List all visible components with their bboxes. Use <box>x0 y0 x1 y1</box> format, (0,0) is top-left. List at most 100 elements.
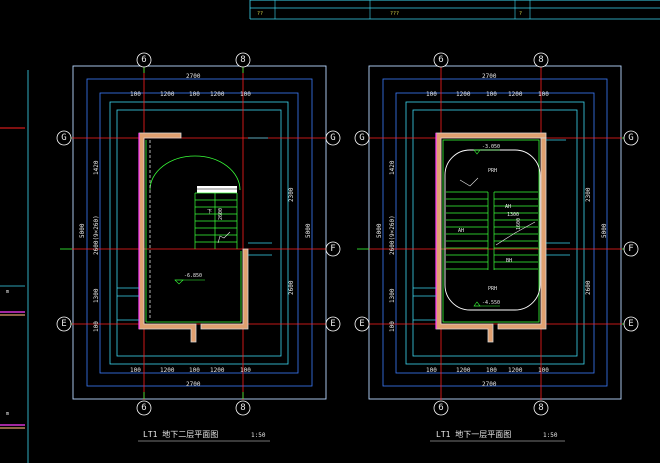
grid-bubble: E <box>354 316 370 332</box>
grid-label: 8 <box>240 403 245 413</box>
dim-bottom: 100 <box>538 367 549 374</box>
dim-right: 5000 <box>305 223 312 238</box>
dim-right: 2600 <box>288 280 295 295</box>
left-edge-fragments: m m <box>0 70 29 463</box>
grid-label: G <box>628 133 633 143</box>
dim-right: 2600 <box>585 280 592 295</box>
dim-left: 5000 <box>376 223 383 238</box>
grid-label: 8 <box>538 403 543 413</box>
stair-label: 2600 <box>218 208 224 220</box>
grid-label: F <box>628 244 633 254</box>
grid-bubble: G <box>325 130 341 146</box>
grid-label: 8 <box>538 55 543 65</box>
title-block: ?? ??? ? <box>249 0 660 20</box>
dim-top: 100 <box>486 91 497 98</box>
plan-basement-2: -6.850 下 2600 2700 100 1200 100 1200 100… <box>56 52 341 442</box>
grid-bubble: 8 <box>235 400 251 416</box>
grid-label: 8 <box>240 55 245 65</box>
dim-bottom: 100 <box>189 367 200 374</box>
grid-bubble: E <box>325 316 341 332</box>
grid-bubble: G <box>623 130 639 146</box>
dim-left: 1420 <box>93 160 100 175</box>
dim-top: 100 <box>189 91 200 98</box>
dim-bottom: 2700 <box>482 381 497 388</box>
stair-label: PRH <box>488 168 497 174</box>
grid-bubble: F <box>325 241 341 257</box>
dim-top: 1200 <box>508 91 523 98</box>
stair-label: AH <box>505 204 511 210</box>
title-block-cell: ?? <box>257 11 263 17</box>
grid-bubble: 8 <box>533 52 549 68</box>
elevation-label: -6.850 <box>184 273 202 279</box>
grid-bubble: 6 <box>433 400 449 416</box>
elevation-label: -3.050 <box>482 144 500 150</box>
stair-label: 1600 <box>516 218 522 230</box>
grid-bubble: 6 <box>433 52 449 68</box>
dim-left: 1420 <box>389 160 396 175</box>
grid-label: 6 <box>438 55 443 65</box>
dim-top: 100 <box>240 91 251 98</box>
grid-label: G <box>61 133 66 143</box>
stair-label: AH <box>458 228 464 234</box>
dim-top: 1200 <box>456 91 471 98</box>
grid-bubble: G <box>56 130 72 146</box>
stair-label: 1300 <box>507 212 519 218</box>
title-block-cell: ? <box>519 11 522 17</box>
svg-text:m: m <box>6 289 9 295</box>
plan-basement-1: -3.050 -4.550 PRH AH 1300 AH BH PRH 1600… <box>354 52 639 442</box>
dim-top: 100 <box>130 91 141 98</box>
grid-label: E <box>359 319 364 329</box>
dim-left: 2600(9×260) <box>93 215 100 255</box>
dim-bottom: 100 <box>486 367 497 374</box>
svg-text:m: m <box>6 411 9 417</box>
grid-label: E <box>61 319 66 329</box>
dim-bottom: 1200 <box>160 367 175 374</box>
grid-bubble: E <box>56 316 72 332</box>
dim-left: 100 <box>93 321 100 332</box>
dim-left: 2600(9×260) <box>389 215 396 255</box>
dim-top: 2700 <box>186 73 201 80</box>
grid-bubble: 8 <box>533 400 549 416</box>
grid-bubble: E <box>623 316 639 332</box>
grid-label: 6 <box>141 403 146 413</box>
dim-right: 2300 <box>288 187 295 202</box>
dim-left: 100 <box>389 321 396 332</box>
dim-bottom: 1200 <box>456 367 471 374</box>
dim-left: 1300 <box>389 288 396 303</box>
grid-label: F <box>330 244 335 254</box>
dim-left: 1300 <box>93 288 100 303</box>
dim-right: 2300 <box>585 187 592 202</box>
grid-label: G <box>330 133 335 143</box>
dim-bottom: 100 <box>426 367 437 374</box>
dim-top: 2700 <box>482 73 497 80</box>
grid-label: 6 <box>438 403 443 413</box>
grid-bubble: G <box>354 130 370 146</box>
grid-bubble: 8 <box>235 52 251 68</box>
drawing-title: LT1 地下二层平面图 <box>143 429 218 439</box>
grid-bubble: F <box>623 241 639 257</box>
dim-top: 100 <box>538 91 549 98</box>
grid-bubble: 6 <box>136 52 152 68</box>
dim-bottom: 100 <box>130 367 141 374</box>
drawing-scale: 1:50 <box>543 432 558 439</box>
grid-label: E <box>330 319 335 329</box>
dim-bottom: 100 <box>240 367 251 374</box>
drawing-title: LT1 地下一层平面图 <box>436 429 511 439</box>
title-block-cell: ??? <box>390 11 399 17</box>
dim-bottom: 2700 <box>186 381 201 388</box>
grid-bubble: 6 <box>136 400 152 416</box>
dim-bottom: 1200 <box>508 367 523 374</box>
dim-top: 1200 <box>160 91 175 98</box>
grid-label: G <box>359 133 364 143</box>
grid-label: 6 <box>141 55 146 65</box>
drawing-scale: 1:50 <box>251 432 266 439</box>
stair-label: PRH <box>488 286 497 292</box>
dim-top: 1200 <box>210 91 225 98</box>
dim-right: 5000 <box>601 223 608 238</box>
dim-bottom: 1200 <box>210 367 225 374</box>
elevation-label: -4.550 <box>482 300 500 306</box>
grid-label: E <box>628 319 633 329</box>
dim-left: 5000 <box>79 223 86 238</box>
dim-top: 100 <box>426 91 437 98</box>
